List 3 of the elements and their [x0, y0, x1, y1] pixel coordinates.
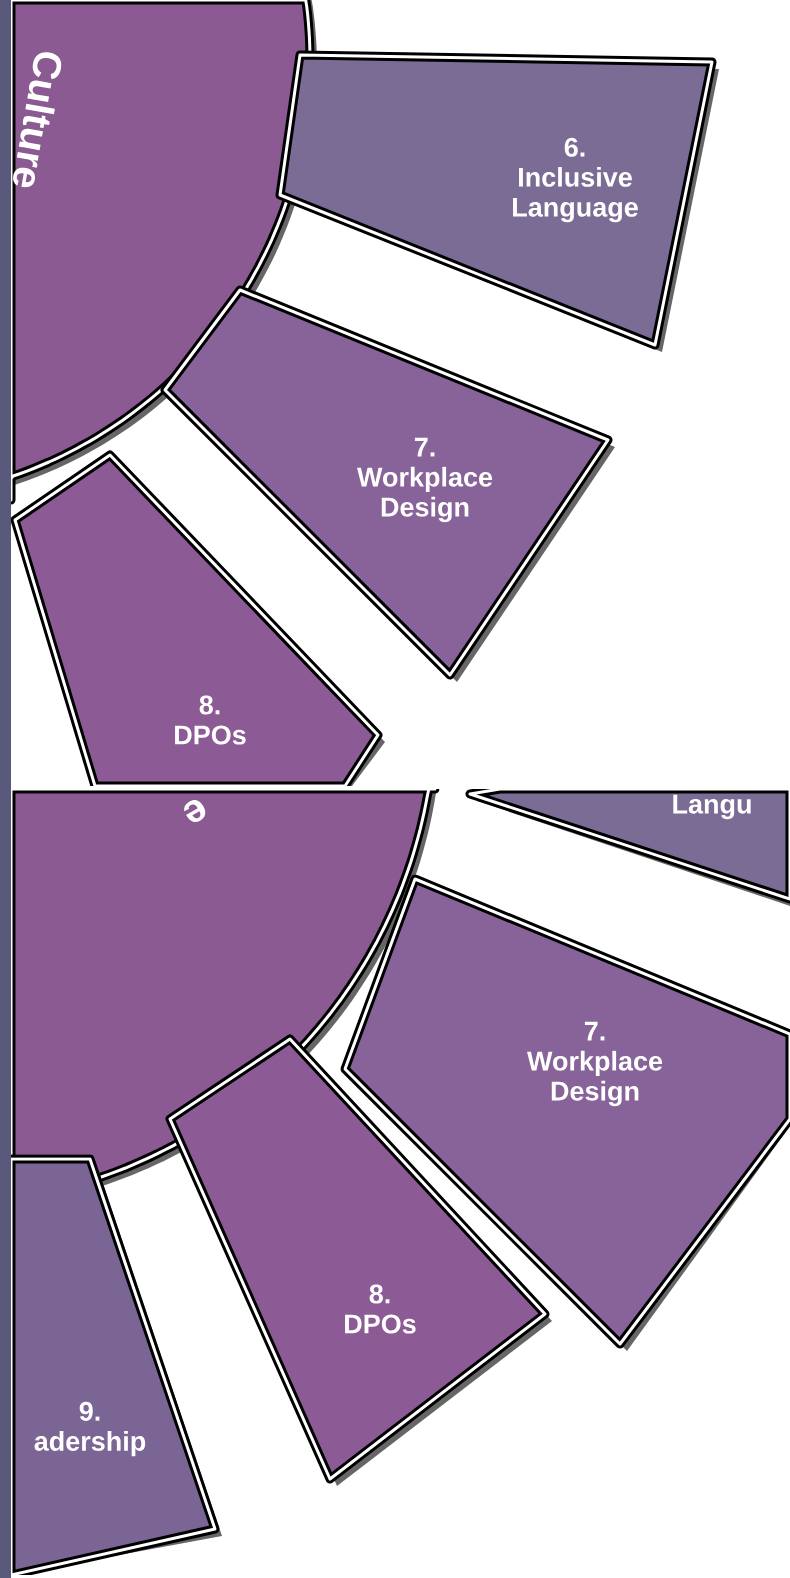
segment: Langu: [465, 789, 790, 906]
segment: 6. Inclusive Language: [275, 50, 719, 352]
segment: 9. adership: [11, 1154, 222, 1575]
